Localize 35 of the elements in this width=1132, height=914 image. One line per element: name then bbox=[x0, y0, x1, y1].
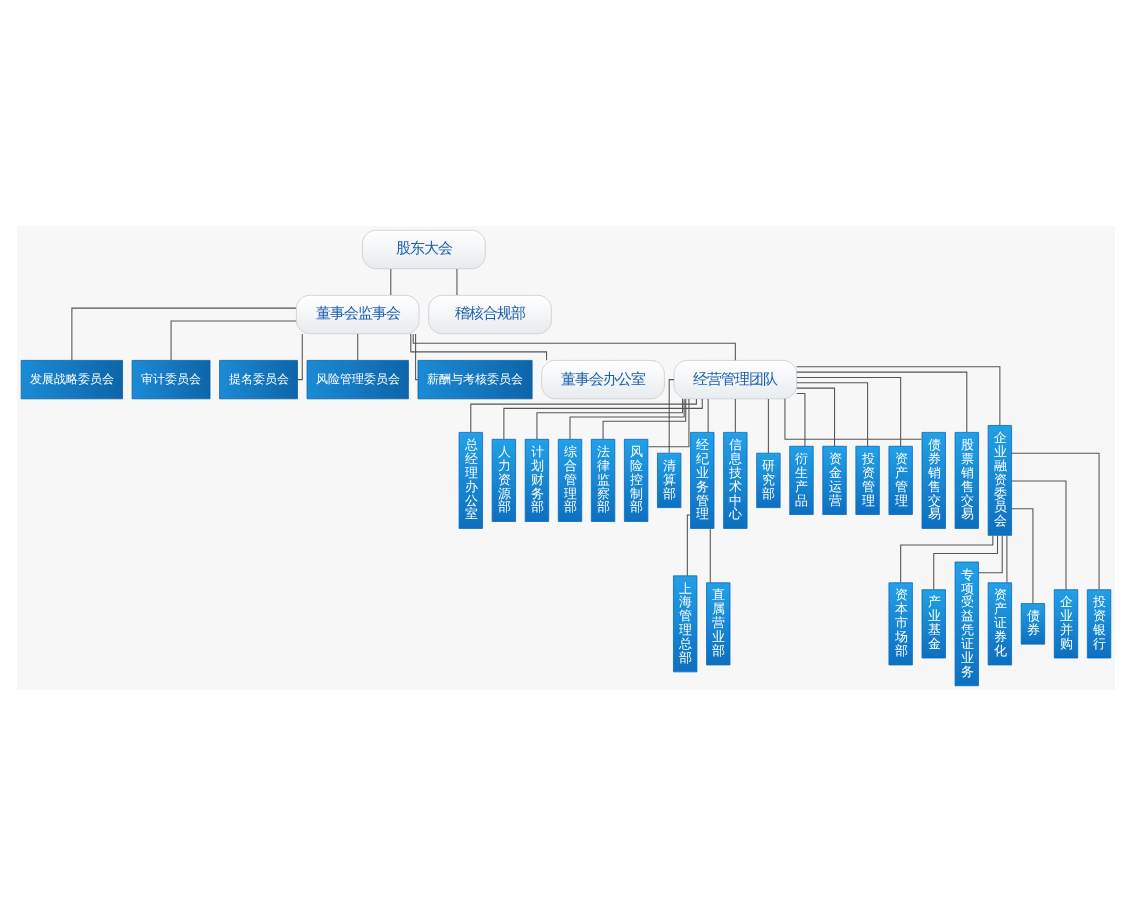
connector bbox=[390, 267, 392, 295]
connector bbox=[456, 267, 458, 295]
connector bbox=[536, 397, 684, 439]
connector bbox=[796, 365, 1001, 425]
connector bbox=[503, 397, 703, 439]
connector bbox=[1006, 533, 1008, 583]
connector bbox=[1011, 507, 1034, 604]
connector bbox=[668, 378, 675, 453]
connector bbox=[71, 306, 297, 360]
connector bbox=[410, 332, 548, 360]
connector bbox=[784, 397, 923, 439]
connector bbox=[1011, 479, 1067, 590]
connector bbox=[796, 375, 902, 446]
connector bbox=[647, 397, 690, 447]
connector bbox=[1011, 451, 1100, 589]
connector bbox=[734, 397, 736, 432]
connector bbox=[357, 332, 359, 360]
connector bbox=[686, 513, 692, 576]
connector bbox=[569, 397, 685, 439]
connector bbox=[412, 332, 736, 360]
connector bbox=[707, 397, 709, 432]
connector bbox=[978, 534, 1003, 573]
connector bbox=[796, 391, 806, 446]
connector bbox=[796, 386, 836, 446]
connector bbox=[297, 332, 303, 380]
connector bbox=[470, 397, 697, 432]
connector bbox=[602, 397, 687, 439]
connector bbox=[933, 533, 999, 590]
connector bbox=[170, 319, 297, 360]
connector bbox=[900, 533, 994, 583]
connector bbox=[796, 381, 869, 446]
connector bbox=[709, 527, 711, 583]
connector bbox=[415, 332, 419, 380]
connector bbox=[796, 370, 968, 432]
connector bbox=[767, 397, 769, 453]
